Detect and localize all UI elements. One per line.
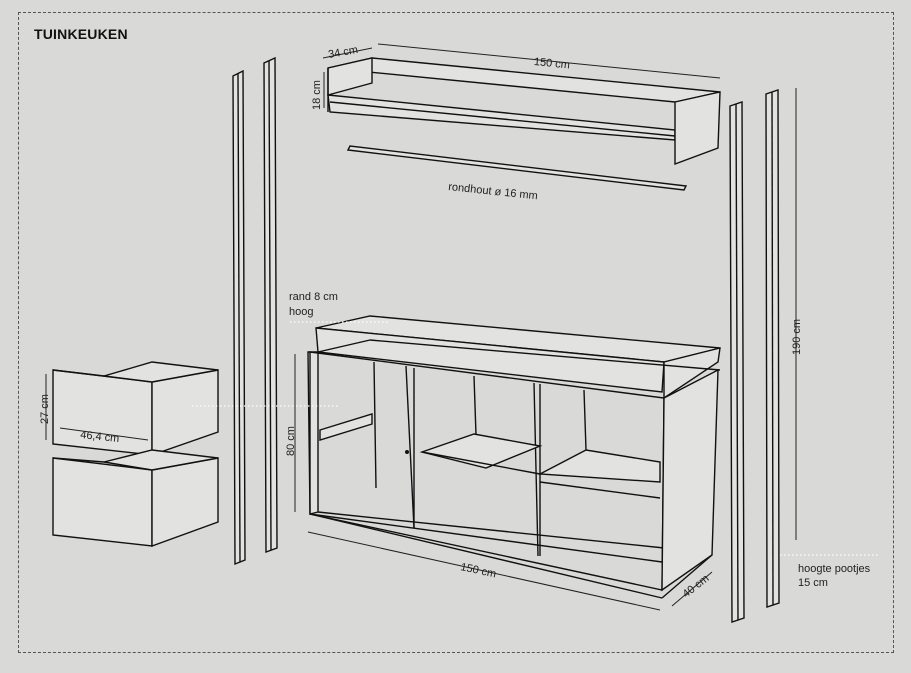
drawer-bottom <box>52 449 219 547</box>
cabinet-height-label: 80 cm <box>285 426 297 456</box>
dashed-border-frame <box>18 12 894 653</box>
shelf-height-label: 18 cm <box>311 80 323 110</box>
cabinet-depth-label: 40 cm <box>680 572 711 600</box>
post-height-label: 190 cm <box>791 319 803 355</box>
post-right-1 <box>729 101 745 623</box>
rim-height-label-line2: hoog <box>289 306 313 318</box>
drawer-width-label: 46,4 cm <box>80 429 120 445</box>
shelf-width-label: 150 cm <box>533 56 570 72</box>
post-left-1 <box>232 69 246 566</box>
rod-label: rondhout ø 16 mm <box>448 181 539 202</box>
drawer-top <box>52 361 219 456</box>
cabinet <box>307 315 721 599</box>
dim-lines <box>45 43 880 611</box>
top-shelf <box>327 57 721 166</box>
post-right-2 <box>765 89 780 608</box>
rim-height-label-line1: rand 8 cm <box>289 291 338 303</box>
round-rod <box>346 145 688 191</box>
leg-height-label-line2: 15 cm <box>798 577 828 589</box>
shelf-depth-label: 34 cm <box>327 44 359 61</box>
leg-height-label-line1: hoogte pootjes <box>798 563 871 575</box>
diagram-title: TUINKEUKEN <box>34 26 128 42</box>
post-left-2 <box>263 56 278 553</box>
cabinet-width-label: 150 cm <box>459 561 497 580</box>
drawer-height-label: 27 cm <box>39 394 51 424</box>
